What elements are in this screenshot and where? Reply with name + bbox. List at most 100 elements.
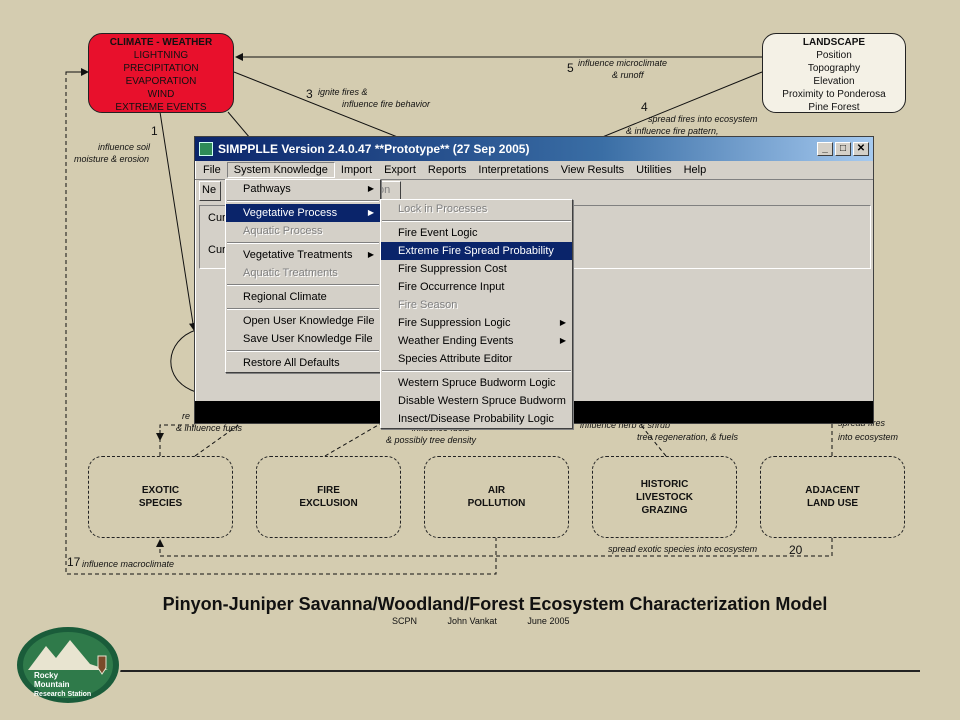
- menu-item-label: Species Attribute Editor: [398, 353, 513, 365]
- menu-import[interactable]: Import: [340, 164, 373, 176]
- window-controls: _ □ ✕: [817, 142, 869, 156]
- arrow-number-3: 3: [306, 87, 313, 101]
- credit-author: John Vankat: [447, 616, 497, 626]
- menubar: File System Knowledge Import Export Repo…: [195, 161, 873, 179]
- menu-item-insect-disease-logic[interactable]: Insect/Disease Probability Logic: [381, 410, 572, 428]
- menu-utilities[interactable]: Utilities: [636, 164, 672, 176]
- menu-item-fire-suppression-logic[interactable]: Fire Suppression Logic▶: [381, 314, 572, 332]
- driver-label: GRAZING: [641, 504, 688, 516]
- slide-title: Pinyon-Juniper Savanna/Woodland/Forest E…: [162, 594, 828, 614]
- slide-credits: SCPN John Vankat June 2005: [392, 616, 597, 626]
- climate-line: WIND: [147, 89, 175, 100]
- menu-item-budworm-logic[interactable]: Western Spruce Budworm Logic: [381, 374, 572, 392]
- menu-system-knowledge[interactable]: System Knowledge: [226, 162, 335, 178]
- climate-weather-box: CLIMATE - WEATHER LIGHTNING PRECIPITATIO…: [88, 33, 234, 113]
- menu-reports[interactable]: Reports: [427, 164, 467, 176]
- menu-view-results[interactable]: View Results: [560, 164, 625, 176]
- menu-item-species-attribute-editor[interactable]: Species Attribute Editor: [381, 350, 572, 368]
- driver-label: AIR: [487, 485, 506, 496]
- menu-help[interactable]: Help: [683, 164, 707, 176]
- menu-item-label: Save User Knowledge File: [243, 333, 373, 345]
- landscape-line: Position: [816, 50, 852, 61]
- driver-label: ADJACENT: [805, 485, 860, 496]
- menu-item-regional-climate[interactable]: Regional Climate: [226, 288, 380, 306]
- menu-item-label: Vegetative Treatments: [243, 249, 353, 261]
- menu-item-fire-season: Fire Season: [381, 296, 572, 314]
- toolbar: [195, 179, 873, 201]
- arrow-label: spread exotic species into ecosystem: [608, 544, 758, 554]
- arrow-label: influence fire behavior: [342, 99, 431, 109]
- driver-label: LIVESTOCK: [635, 491, 694, 503]
- menu-item-restore-defaults[interactable]: Restore All Defaults: [226, 354, 380, 372]
- arrow-label: influence soil: [98, 142, 151, 152]
- menu-item-extreme-fire-spread[interactable]: Extreme Fire Spread Probability: [381, 242, 572, 260]
- driver-box-historic-grazing: HISTORIC LIVESTOCK GRAZING: [592, 456, 737, 538]
- menu-item-open-user-knowledge[interactable]: Open User Knowledge File: [226, 312, 380, 330]
- arrow-label: influence herb & shrub: [580, 420, 671, 430]
- driver-box-air-pollution: AIR POLLUTION: [424, 456, 569, 538]
- driver-box-adjacent-land-use: ADJACENT LAND USE: [760, 456, 905, 538]
- maximize-button[interactable]: □: [835, 142, 851, 156]
- menu-item-label: Open User Knowledge File: [243, 315, 375, 327]
- menu-separator: [227, 308, 379, 310]
- arrow-label: & runoff: [612, 70, 644, 80]
- menu-item-label: Fire Season: [398, 299, 458, 311]
- landscape-line: Proximity to Ponderosa: [782, 89, 886, 100]
- menu-item-label: Western Spruce Budworm Logic: [398, 377, 556, 389]
- minimize-button[interactable]: _: [817, 142, 833, 156]
- panel-label: Cur: [208, 212, 226, 224]
- menu-item-fire-event-logic[interactable]: Fire Event Logic: [381, 224, 572, 242]
- arrow-label: & influence fuels: [176, 423, 243, 433]
- submenu-arrow-icon: ▶: [559, 318, 566, 327]
- menu-item-label: Lock in Processes: [398, 203, 488, 215]
- menu-item-weather-ending-events[interactable]: Weather Ending Events▶: [381, 332, 572, 350]
- menu-separator: [227, 350, 379, 352]
- climate-line: EXTREME EVENTS: [115, 102, 207, 113]
- menu-item-disable-budworm[interactable]: Disable Western Spruce Budworm: [381, 392, 572, 410]
- arrow-label: ignite fires &: [318, 87, 368, 97]
- window-title: SIMPPLLE Version 2.4.0.47 **Prototype** …: [218, 142, 530, 156]
- menu-file[interactable]: File: [203, 164, 221, 176]
- system-knowledge-menu: Pathways▶ Vegetative Process▶ Aquatic Pr…: [225, 179, 381, 373]
- driver-label: SPECIES: [138, 498, 183, 509]
- driver-label: EXOTIC: [141, 485, 180, 496]
- landscape-line: Pine Forest: [808, 102, 860, 113]
- arrow-number-4: 4: [641, 100, 648, 114]
- arrow-label: moisture & erosion: [74, 154, 150, 164]
- app-icon: [199, 142, 213, 156]
- menu-interpretations[interactable]: Interpretations: [478, 164, 549, 176]
- rmrs-logo-icon: Rocky Mountain Research Station: [15, 625, 121, 705]
- menu-item-fire-occurrence-input[interactable]: Fire Occurrence Input: [381, 278, 572, 296]
- credit-date: June 2005: [527, 616, 570, 626]
- menu-item-label: Aquatic Process: [243, 225, 323, 237]
- driver-label: HISTORIC: [640, 478, 689, 490]
- menu-item-vegetative-treatments[interactable]: Vegetative Treatments▶: [226, 246, 380, 264]
- climate-line: EVAPORATION: [125, 76, 197, 87]
- arrow-number-1: 1: [151, 124, 158, 138]
- menu-separator: [227, 242, 379, 244]
- driver-label: LAND USE: [806, 498, 859, 509]
- climate-line: PRECIPITATION: [123, 63, 199, 74]
- window-titlebar[interactable]: SIMPPLLE Version 2.4.0.47 **Prototype** …: [195, 137, 873, 161]
- menu-item-aquatic-treatments: Aquatic Treatments: [226, 264, 380, 282]
- menu-separator: [382, 220, 571, 222]
- climate-title: CLIMATE - WEATHER: [109, 37, 213, 48]
- submenu-arrow-icon: ▶: [367, 184, 374, 193]
- simpplle-window: SIMPPLLE Version 2.4.0.47 **Prototype** …: [194, 136, 874, 429]
- menu-item-vegetative-process[interactable]: Vegetative Process▶: [226, 204, 380, 222]
- menu-item-fire-suppression-cost[interactable]: Fire Suppression Cost: [381, 260, 572, 278]
- driver-label: FIRE: [317, 485, 340, 496]
- menu-item-label: Vegetative Process: [243, 207, 338, 219]
- arrow-number-5: 5: [567, 61, 574, 75]
- new-button-partial[interactable]: Ne: [199, 181, 221, 201]
- panel-label: Cur: [208, 244, 226, 256]
- menu-separator: [382, 370, 571, 372]
- close-button[interactable]: ✕: [853, 142, 869, 156]
- arrow-number-17: 17: [67, 555, 81, 569]
- menu-item-pathways[interactable]: Pathways▶: [226, 180, 380, 198]
- logo-text: Research Station: [34, 691, 91, 698]
- menu-item-label: Insect/Disease Probability Logic: [398, 413, 554, 425]
- menu-export[interactable]: Export: [384, 164, 416, 176]
- menu-item-save-user-knowledge[interactable]: Save User Knowledge File: [226, 330, 380, 348]
